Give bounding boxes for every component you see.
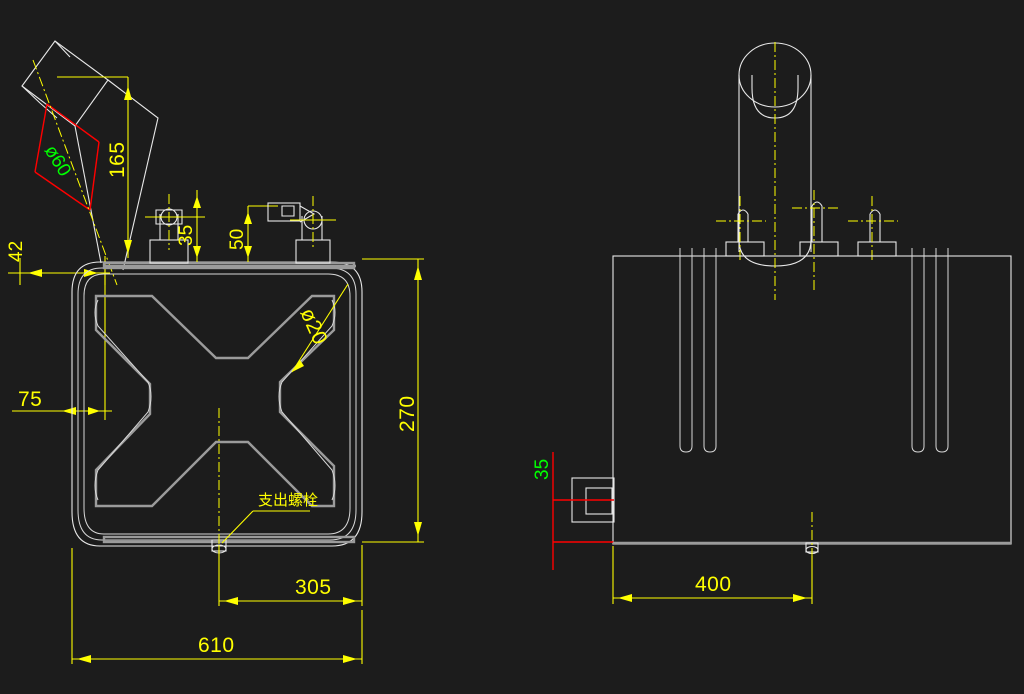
dim-270-group: 270 bbox=[362, 258, 424, 543]
label-drain-diameter: ø20 bbox=[295, 305, 331, 349]
label-dim-400: 400 bbox=[695, 573, 732, 596]
dim-75-group: 75 bbox=[12, 262, 112, 420]
nozzle-flange-highlight bbox=[34, 103, 100, 211]
label-dim-50: 50 bbox=[227, 229, 248, 250]
left-view-group: ø60 165 42 bbox=[6, 40, 424, 664]
label-dim-305: 305 bbox=[295, 576, 332, 599]
right-view-group: 35 400 bbox=[532, 42, 1012, 604]
dim-400-group: 400 bbox=[612, 546, 813, 604]
right-body-outline bbox=[612, 255, 1012, 545]
label-dim-42: 42 bbox=[6, 241, 27, 262]
label-dim-bracket-35: 35 bbox=[532, 459, 553, 480]
top-fitting-right bbox=[267, 196, 336, 264]
label-nozzle-diameter: ø60 bbox=[40, 142, 75, 181]
inclined-nozzle-outline bbox=[21, 40, 159, 271]
label-dim-610: 610 bbox=[198, 634, 235, 657]
tank-body-outline bbox=[71, 261, 363, 547]
label-dim-35: 35 bbox=[176, 225, 197, 246]
nozzle-centerline bbox=[32, 59, 118, 286]
dim-610-group: 610 bbox=[71, 548, 363, 664]
label-dim-270: 270 bbox=[396, 395, 419, 432]
dim-305-group: 305 bbox=[218, 545, 363, 606]
dim-35-bracket-group: 35 bbox=[532, 452, 614, 570]
dim-165-group: 165 bbox=[57, 76, 132, 258]
label-dim-75: 75 bbox=[18, 388, 42, 411]
dim-50-group: 50 bbox=[227, 205, 278, 262]
top-fitting-left bbox=[145, 194, 196, 264]
x-baffle-structure bbox=[94, 294, 336, 508]
dim-35-group: 35 bbox=[173, 190, 205, 262]
x-baffle-inner-edges bbox=[94, 299, 336, 501]
dim-42-group: 42 bbox=[6, 241, 110, 285]
riser-pipe bbox=[738, 42, 812, 300]
label-dim-165: 165 bbox=[106, 141, 129, 178]
label-foot-bolt-note: 支出螺栓 bbox=[258, 492, 318, 509]
internal-slots bbox=[679, 248, 949, 453]
foot-bolt-annotation: 支出螺栓 bbox=[221, 492, 318, 544]
right-fitting-2 bbox=[792, 190, 839, 290]
right-fitting-3 bbox=[848, 196, 898, 262]
right-fitting-1 bbox=[716, 196, 766, 262]
tank-bottom-plate bbox=[102, 535, 356, 544]
